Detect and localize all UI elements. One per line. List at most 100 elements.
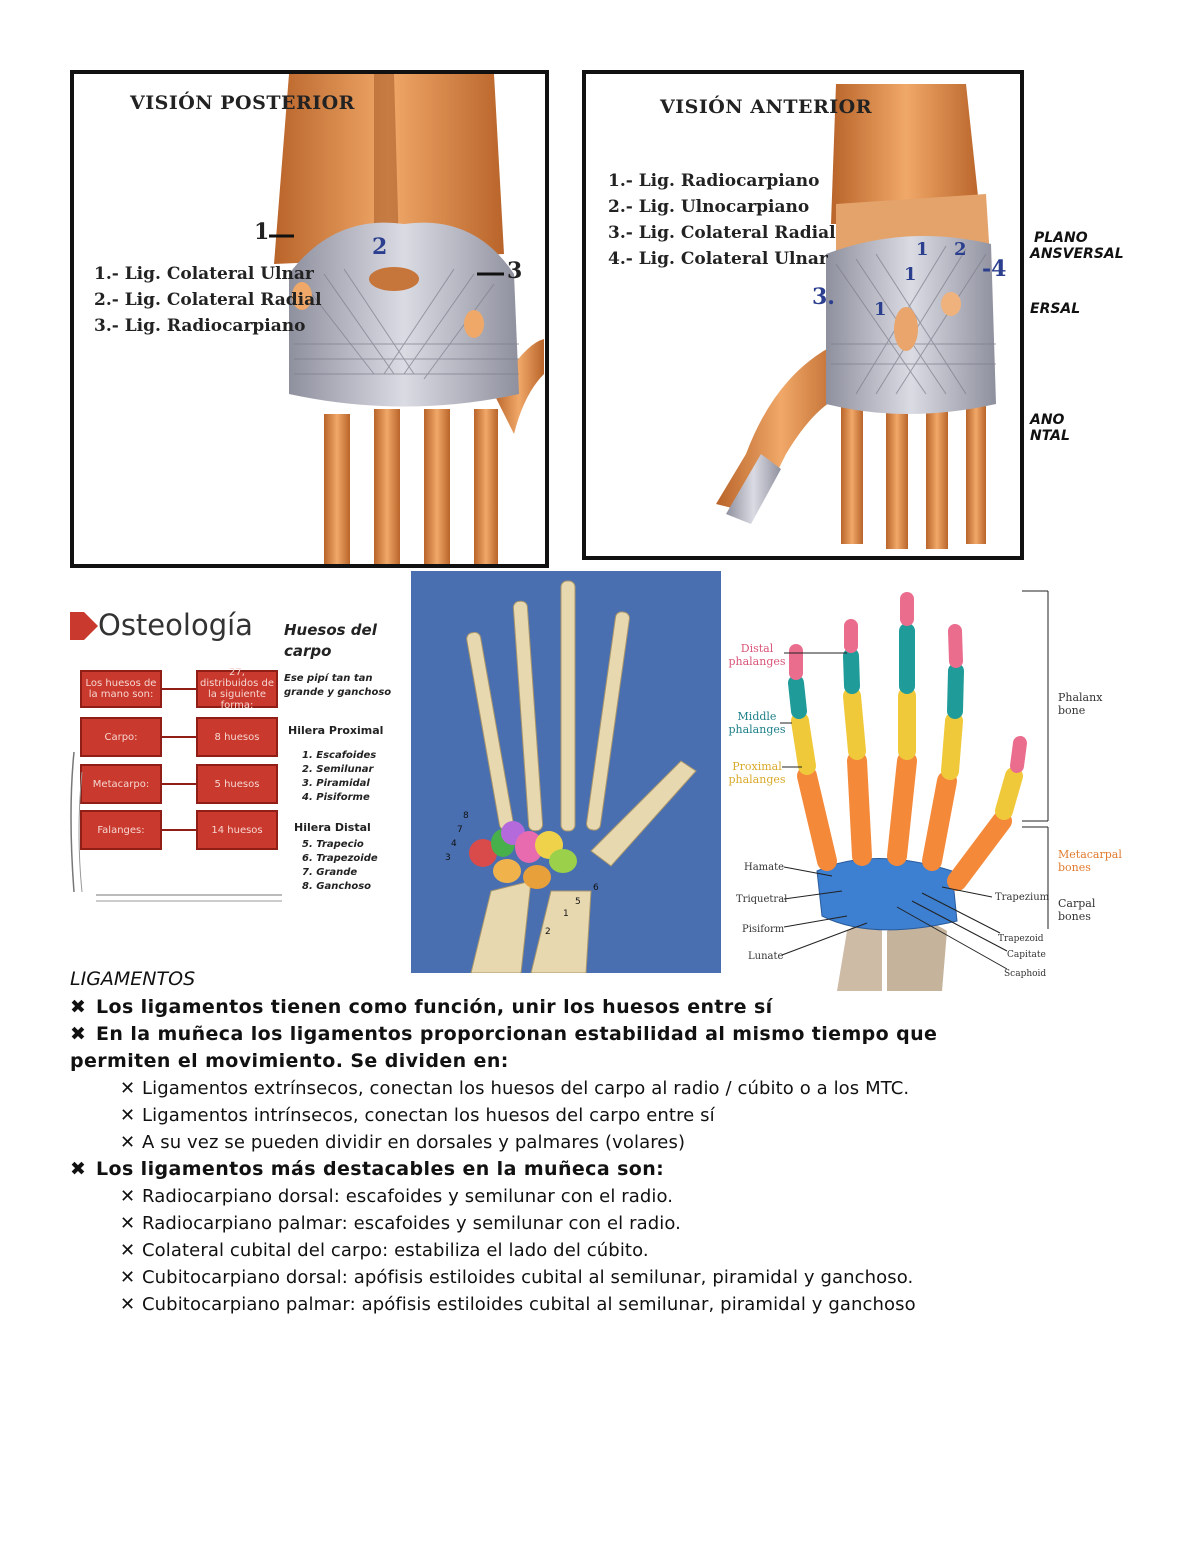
posterior-legend-2: 2.- Lig. Colateral Radial [94, 290, 322, 310]
label-proximal-phalanges: Proximal phalanges [728, 760, 786, 786]
connector-2 [162, 736, 196, 738]
hand-skeleton-photo: 8 7 4 3 6 5 1 2 [411, 571, 721, 973]
osteologia-footnote-line [96, 894, 282, 896]
label-hamate: Hamate [744, 862, 785, 873]
anterior-marker-4: -4 [982, 256, 1007, 282]
anterior-marker-1a: 1 [916, 239, 929, 260]
bullet-3: ✖ Los ligamentos más destacables en la mu… [70, 1158, 664, 1180]
sub-item-2-text: Ligamentos intrínsecos, conectan los hue… [142, 1105, 715, 1126]
osteologia-box-carpo: Carpo: [80, 717, 162, 757]
anterior-marker-1c: 1 [874, 299, 887, 320]
osteologia-box-14-huesos: 14 huesos [196, 810, 278, 850]
bullet-x-icon: ✖ [70, 1023, 87, 1045]
anterior-marker-3: 3. [812, 284, 835, 310]
osteologia-box-distribucion: 27, distribuidos de la siguiente forma: [196, 667, 278, 711]
sub-item-8-text: Cubitocarpiano palmar: apófisis estiloid… [142, 1294, 916, 1315]
skeleton-number-1: 1 [563, 909, 569, 919]
side-label-ano: ANO [1030, 412, 1065, 428]
bullet-3-text: Los ligamentos más destacables en la muñ… [96, 1158, 665, 1180]
sub-x-icon: ✕ [120, 1132, 136, 1153]
posterior-legend-1: 1.- Lig. Colateral Ulnar [94, 264, 314, 284]
sub-x-icon: ✕ [120, 1213, 136, 1234]
sub-x-icon: ✕ [120, 1267, 136, 1288]
osteologia-box-5-huesos: 5 huesos [196, 764, 278, 804]
anterior-title: VISIÓN ANTERIOR [660, 96, 873, 118]
label-carpal-bones: Carpal bones [1058, 897, 1096, 923]
sub-item-8: ✕ Cubitocarpiano palmar: apófisis estiloi… [120, 1294, 916, 1315]
anterior-legend-4: 4.- Lig. Colateral Ulnar [608, 249, 828, 269]
sub-item-6: ✕ Colateral cubital del carpo: estabiliza… [120, 1240, 649, 1261]
carpo-title: Huesos del carpo [284, 621, 377, 660]
skeleton-number-5: 5 [575, 897, 581, 907]
sub-item-4: ✕ Radiocarpiano dorsal: escafoides y semi… [120, 1186, 673, 1207]
anterior-legend-1: 1.- Lig. Radiocarpiano [608, 171, 820, 191]
sub-item-5-text: Radiocarpiano palmar: escafoides y semil… [142, 1213, 681, 1234]
bullet-2-continuation: permiten el movimiento. Se dividen en: [70, 1050, 509, 1072]
distal-item-5: 5. Trapecio [302, 839, 364, 850]
osteologia-box-metacarpo: Metacarpo: [80, 764, 162, 804]
hand-bone-illustration [780, 590, 1049, 991]
bullet-x-icon: ✖ [70, 1158, 87, 1180]
label-trapezium: Trapezium [995, 892, 1050, 903]
osteologia-slide: Osteología Los huesos de la mano son: Ca… [68, 572, 410, 972]
skeleton-number-4: 4 [451, 839, 457, 849]
skeleton-number-7: 7 [457, 825, 463, 835]
bullet-1-text: Los ligamentos tienen como función, unir… [96, 996, 773, 1018]
label-pisiform: Pisiform [742, 924, 785, 935]
sub-item-3: ✕ A su vez se pueden dividir en dorsales … [120, 1132, 685, 1153]
proximal-item-2: 2. Semilunar [302, 764, 374, 775]
side-label-ansversal: ANSVERSAL [1030, 246, 1124, 262]
sub-x-icon: ✕ [120, 1078, 136, 1099]
sub-item-7-text: Cubitocarpiano dorsal: apófisis estiloid… [142, 1267, 914, 1288]
skeleton-number-2: 2 [545, 927, 551, 937]
osteologia-decor-lines [70, 752, 83, 893]
sub-item-3-text: A su vez se pueden dividir en dorsales y… [142, 1132, 686, 1153]
distal-heading: Hilera Distal [294, 821, 371, 834]
posterior-view-panel: VISIÓN POSTERIOR 1.- Lig. Colateral Ulna… [70, 70, 549, 568]
connector-3 [162, 783, 196, 785]
proximal-item-3: 3. Piramidal [302, 778, 370, 789]
osteologia-title: Osteología [98, 608, 253, 642]
sub-item-2: ✕ Ligamentos intrínsecos, conectan los hu… [120, 1105, 715, 1126]
sub-x-icon: ✕ [120, 1186, 136, 1207]
posterior-marker-2: 2 [372, 234, 388, 260]
side-label-ersal: ERSAL [1030, 301, 1081, 317]
distal-item-6: 6. Trapezoide [302, 853, 378, 864]
distal-item-8: 8. Ganchoso [302, 881, 372, 892]
anterior-legend-2: 2.- Lig. Ulnocarpiano [608, 197, 810, 217]
side-label-plano: PLANO [1034, 230, 1088, 246]
sub-item-4-text: Radiocarpiano dorsal: escafoides y semil… [142, 1186, 674, 1207]
distal-item-7: 7. Grande [302, 867, 358, 878]
osteologia-box-falanges: Falanges: [80, 810, 162, 850]
anterior-wrist-illustration [716, 84, 996, 549]
posterior-marker-3: 3 [507, 258, 523, 284]
skeleton-number-8: 8 [463, 811, 469, 821]
bullet-1: ✖ Los ligamentos tienen como función, uni… [70, 996, 773, 1018]
label-trapezoid: Trapezoid [998, 934, 1044, 944]
sub-item-1-text: Ligamentos extrínsecos, conectan los hue… [142, 1078, 910, 1099]
sub-item-7: ✕ Cubitocarpiano dorsal: apófisis estiloi… [120, 1267, 913, 1288]
sub-item-6-text: Colateral cubital del carpo: estabiliza … [142, 1240, 649, 1261]
skeleton-number-6: 6 [593, 883, 599, 893]
sub-x-icon: ✕ [120, 1105, 136, 1126]
anterior-marker-2: 2 [954, 239, 967, 260]
sub-x-icon: ✕ [120, 1240, 136, 1261]
posterior-legend-3: 3.- Lig. Radiocarpiano [94, 316, 306, 336]
sub-x-icon: ✕ [120, 1294, 136, 1315]
hand-bone-diagram: Distal phalanges Middle phalanges Proxim… [722, 571, 1132, 991]
ligamentos-heading: LIGAMENTOS [70, 968, 196, 990]
label-triquetral: Triquetral [736, 894, 788, 905]
posterior-wrist-illustration [269, 74, 544, 564]
hand-skeleton-illustration [466, 580, 697, 973]
bullet-x-icon: ✖ [70, 996, 87, 1018]
posterior-marker-1: 1 [254, 219, 270, 245]
sub-item-5: ✕ Radiocarpiano palmar: escafoides y semi… [120, 1213, 681, 1234]
proximal-heading: Hilera Proximal [288, 724, 384, 737]
osteologia-box-8-huesos: 8 huesos [196, 717, 278, 757]
label-lunate: Lunate [748, 951, 784, 962]
anterior-marker-1b: 1 [904, 264, 917, 285]
anterior-view-panel: VISIÓN ANTERIOR 1.- Lig. Radiocarpiano 2… [582, 70, 1024, 560]
label-middle-phalanges: Middle phalanges [728, 710, 786, 736]
posterior-title: VISIÓN POSTERIOR [130, 92, 355, 114]
bullet-2-text: En la muñeca los ligamentos proporcionan… [96, 1023, 938, 1045]
